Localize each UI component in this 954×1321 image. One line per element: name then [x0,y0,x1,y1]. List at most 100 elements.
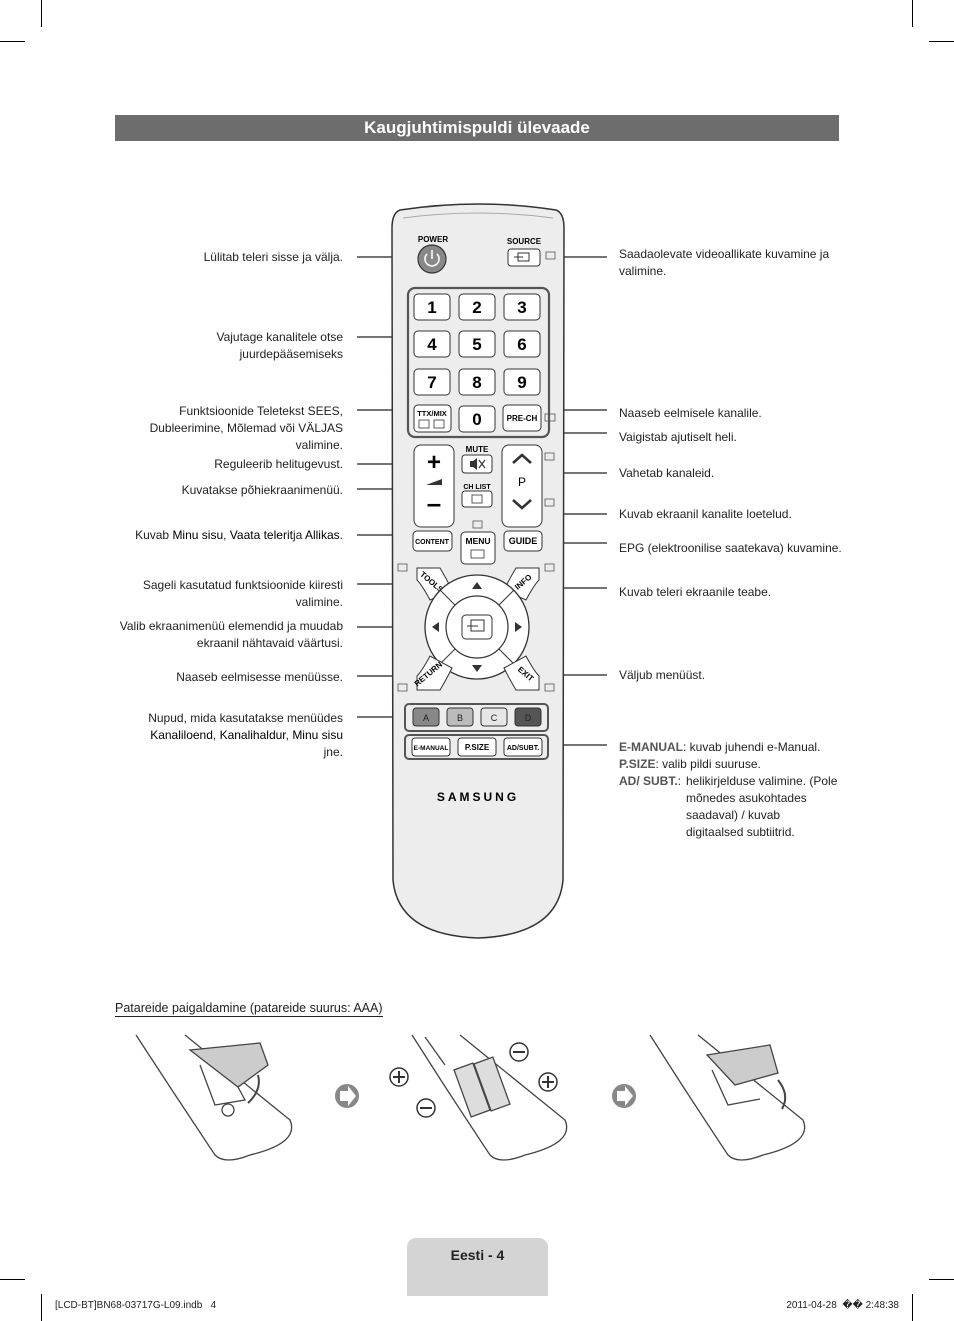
digit-9-button[interactable] [503,368,541,396]
digit-0-label: 0 [472,410,481,429]
channel-description: Vahetab kanaleid. [619,466,715,480]
color-a-button[interactable] [412,707,440,727]
right-arrow-icon[interactable] [515,622,522,632]
color-d-label: D [525,713,532,723]
digit-4-button[interactable] [413,330,451,358]
p-size-label: P.SIZE [465,743,490,752]
digit-6-button[interactable] [503,330,541,358]
volume-rocker[interactable] [413,444,455,528]
channel-down-icon [512,499,532,510]
ch-list-button[interactable] [461,490,493,508]
teletext-icon [418,419,445,429]
content-button[interactable] [412,530,453,552]
color-a-label: A [423,713,429,723]
exit-description: Väljub menüüst. [619,668,706,682]
guide-label: GUIDE [509,536,538,546]
crop-mark [0,1279,25,1280]
digit-5-label: 5 [472,335,481,354]
digit-8-label: 8 [472,373,481,392]
crop-mark [41,0,42,27]
footer-timestamp: 2011-04-28 �� 2:48:38 [786,1300,899,1311]
menu-label: MENU [465,536,490,546]
volume-description: Reguleerib helitugevust. [214,457,343,471]
channel-p-label: P [518,475,526,489]
battery-illustrations [135,1034,806,1161]
color-c-label: C [491,713,498,723]
battery-step-1 [135,1034,293,1161]
page-number-tab: Eesti - 4 [407,1238,548,1296]
digit-2-button[interactable] [458,293,496,321]
mute-description: Vaigistab ajutiselt heli. [619,430,737,444]
crop-mark [929,1279,954,1280]
pre-ch-button[interactable] [502,404,542,432]
digit-1-button[interactable] [413,293,451,321]
info-description: Kuvab teleri ekraanile teabe. [619,585,772,599]
battery-section-title: Patareide paigaldamine (patareide suurus… [115,1001,383,1017]
exit-button[interactable] [503,655,540,691]
power-description: Lülitab teleri sisse ja välja. [203,250,343,264]
ttx-mix-button[interactable] [413,404,452,433]
crop-mark [41,1294,42,1321]
crop-mark [0,41,25,42]
digit-3-button[interactable] [503,293,541,321]
menu-icon [470,549,485,559]
content-label: CONTENT [415,539,450,546]
p-size-button[interactable] [457,737,497,757]
next-step-arrow-icon [335,1084,359,1108]
ch-list-icon [471,494,483,504]
function-buttons-frame [404,734,549,760]
return-button[interactable] [416,655,453,691]
digit-5-button[interactable] [458,330,496,358]
ad-subt-button[interactable] [503,737,543,757]
enter-icon [467,619,485,632]
up-arrow-icon[interactable] [472,582,482,589]
page-title: Kaugjuhtimispuldi ülevaade [115,115,839,141]
digit-8-button[interactable] [458,368,496,396]
digit-1-label: 1 [427,298,436,317]
battery-step-2 [411,1034,568,1161]
color-b-button[interactable] [446,707,474,727]
down-arrow-icon[interactable] [472,665,482,672]
digit-6-label: 6 [517,335,526,354]
ttx-description: Funktsioonide Teletekst SEES,Dubleerimin… [149,404,343,452]
battery-step-3 [649,1034,806,1161]
digit-7-button[interactable] [413,368,451,396]
digit-3-label: 3 [517,298,526,317]
guide-button[interactable] [503,530,543,552]
color-d-button[interactable] [514,707,542,727]
source-icon [514,252,530,262]
function-buttons-description: E-MANUAL: kuvab juhendi e-Manual. P.SIZE… [619,740,838,839]
ad-subt-label: AD/SUBT. [507,745,539,752]
crop-mark [929,41,954,42]
enter-button[interactable] [461,614,493,640]
e-manual-button[interactable] [411,737,451,757]
channel-rocker[interactable] [501,444,543,528]
menu-button[interactable] [460,531,496,565]
color-buttons-frame [404,703,549,732]
color-buttons-description: Nupud, mida kasutatakse menüüdes Kanalil… [148,711,343,759]
source-button[interactable] [507,248,541,267]
side-icon [544,563,555,572]
power-label: POWER [418,235,448,244]
side-icon [544,683,555,692]
power-icon [424,250,440,267]
pre-ch-description: Naaseb eelmisele kanalile. [619,406,762,420]
source-side-icon [545,251,556,260]
footer-file: [LCD-BT]BN68-03717G-L09.indb 4 [55,1300,217,1311]
guide-description: EPG (elektroonilise saatekava) kuvamine. [619,541,842,555]
digit-7-label: 7 [427,373,436,392]
left-arrow-icon[interactable] [432,622,439,632]
volume-up-icon: + [427,449,441,476]
e-manual-label: E-MANUAL [414,745,449,752]
digit-0-button[interactable] [458,405,496,433]
next-step-arrow-icon [612,1084,636,1108]
digit-2-label: 2 [472,298,481,317]
color-c-button[interactable] [480,707,508,727]
ttx-mix-label: TTX/MIX [417,409,447,418]
